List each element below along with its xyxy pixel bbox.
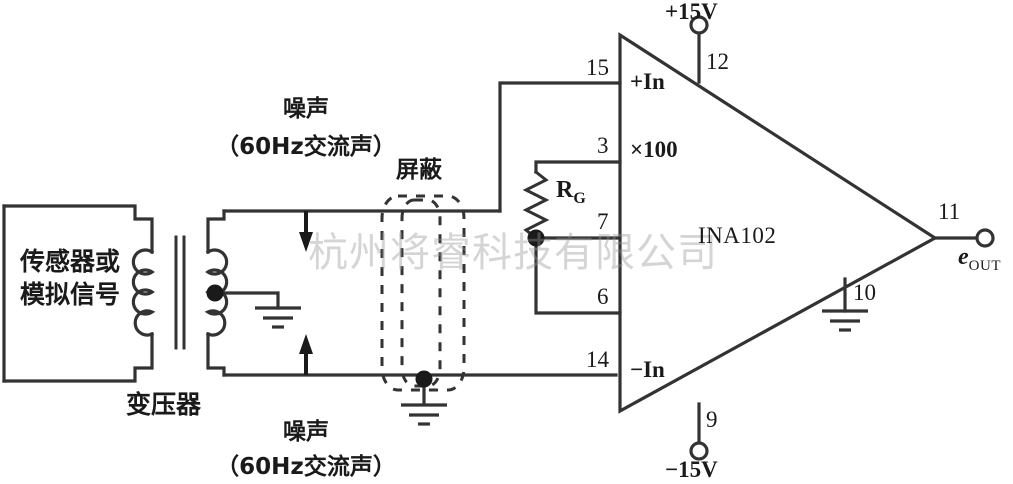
rg-label-letter: R <box>556 177 574 203</box>
negative-supply-terminal <box>689 441 709 461</box>
pin-number-7: 7 <box>597 209 609 234</box>
pin-number-15: 15 <box>586 55 609 80</box>
noise-top-label: 噪声 <box>283 96 329 122</box>
plus-input-wire <box>498 81 622 213</box>
gain-label: ×100 <box>630 137 678 162</box>
rg-resistor-zigzag <box>522 169 550 241</box>
transformer-label: 变压器 <box>126 390 202 419</box>
center-tap-junction-dot <box>206 284 224 302</box>
plus-input-terminal-label: +In <box>630 69 665 94</box>
source-block-label-line2: 模拟信号 <box>19 280 120 309</box>
pin-number-10: 10 <box>853 280 876 305</box>
output-terminal <box>975 228 995 248</box>
sense-pin6-wire <box>534 236 622 315</box>
pin-number-12: 12 <box>706 49 729 74</box>
negative-supply-label: −15V <box>665 457 718 482</box>
output-label-symbol: e <box>958 244 969 270</box>
transformer-center-tap <box>214 291 280 310</box>
shield-label: 屏蔽 <box>396 157 442 183</box>
transformer-center-tap-ground <box>255 306 301 329</box>
noise-arrow-top <box>299 211 313 252</box>
rg-label-subscript: G <box>573 189 586 207</box>
positive-supply-label: +15V <box>665 0 718 24</box>
noise-arrow-bottom <box>299 334 313 375</box>
noise-top-sublabel: （60Hz交流声） <box>216 134 396 160</box>
source-block-label-line1: 传感器或 <box>19 247 120 276</box>
noise-bottom-sublabel: （60Hz交流声） <box>216 454 396 480</box>
pin-number-9: 9 <box>706 407 718 432</box>
shield-outline <box>380 194 466 392</box>
shield-ground-junction-dot <box>415 370 433 388</box>
output-label-subscript: OUT <box>968 257 1001 274</box>
gain-pin3-wire <box>534 160 622 174</box>
rg-pin7-junction-dot <box>527 229 545 247</box>
transformer-core <box>174 235 186 350</box>
pin-number-11: 11 <box>938 199 961 224</box>
positive-supply-terminal <box>689 15 709 35</box>
noise-bottom-label: 噪声 <box>283 419 329 445</box>
chip-label: INA102 <box>698 223 777 248</box>
shield-ground-symbol <box>401 403 447 426</box>
amplifier-triangle <box>618 32 939 414</box>
output-label: eOUT <box>958 244 1001 274</box>
pin-number-14: 14 <box>586 347 609 372</box>
reference-ground-symbol <box>822 309 868 332</box>
transformer-primary-winding <box>131 248 156 337</box>
pin-number-6: 6 <box>597 284 609 309</box>
transformer-secondary-top-lead <box>206 209 502 254</box>
minus-input-terminal-label: −In <box>630 357 665 382</box>
rg-resistor-label: RG <box>556 177 586 207</box>
transformer-secondary-bottom-lead <box>206 332 618 377</box>
pin-number-3: 3 <box>597 133 609 158</box>
source-block-outline <box>2 204 154 383</box>
